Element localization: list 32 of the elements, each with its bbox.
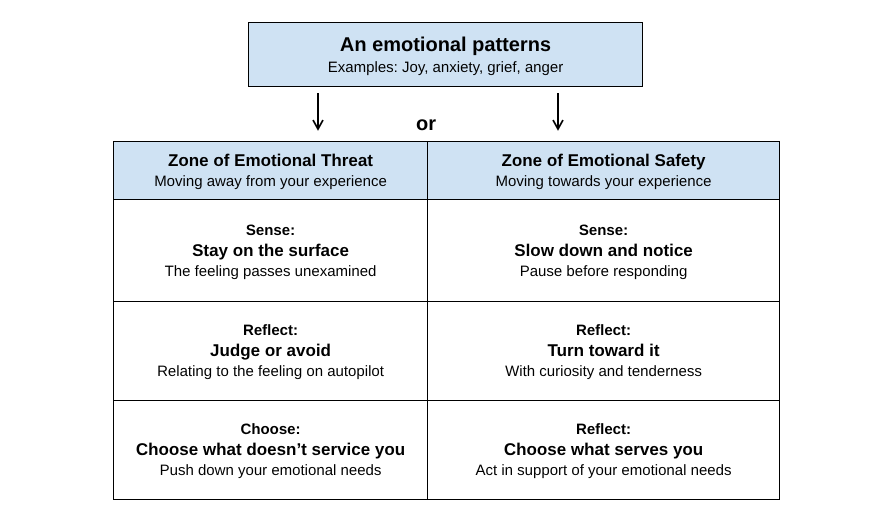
step-title: Judge or avoid	[210, 341, 331, 361]
step-label: Reflect:	[576, 322, 631, 339]
step-description: Act in support of your emotional needs	[476, 462, 732, 479]
step-label: Sense:	[578, 222, 628, 238]
zone-description: Moving towards your experience	[496, 173, 712, 190]
step-title: Choose what doesn’t service you	[136, 440, 406, 460]
step-label: Choose:	[240, 421, 300, 438]
table-cell	[113, 400, 428, 500]
step-description: Relating to the feeling on autopilot	[157, 363, 384, 380]
step-title: Slow down and notice	[514, 240, 693, 260]
step-title: Turn toward it	[547, 341, 660, 361]
step-description: Push down your emotional needs	[160, 462, 382, 479]
step-description: The feeling passes unexamined	[164, 262, 376, 280]
zone-heading: Zone of Emotional Safety	[501, 151, 706, 171]
connector-word: or	[416, 113, 436, 136]
step-label: Reflect:	[242, 322, 298, 339]
pattern-box	[248, 22, 643, 87]
step-label: Reflect:	[576, 421, 631, 438]
zone-description: Moving away from your experience	[154, 173, 387, 190]
step-description: With curiosity and tenderness	[505, 363, 702, 380]
top-title: An emotional patterns	[340, 34, 552, 56]
arrow	[552, 93, 564, 130]
step-label: Sense:	[246, 222, 296, 238]
step-title: Choose what serves you	[504, 440, 704, 460]
header-cell	[427, 141, 780, 200]
subtitle: Examples: Joy, anxiety, grief, anger	[328, 58, 564, 76]
step-description: Pause before responding	[520, 262, 688, 280]
arrow	[312, 93, 324, 130]
step-title: Stay on the surface	[192, 240, 349, 260]
zone-heading: Zone of Emotional Threat	[168, 151, 373, 171]
table-cell	[427, 400, 780, 500]
header-cell	[113, 141, 428, 200]
